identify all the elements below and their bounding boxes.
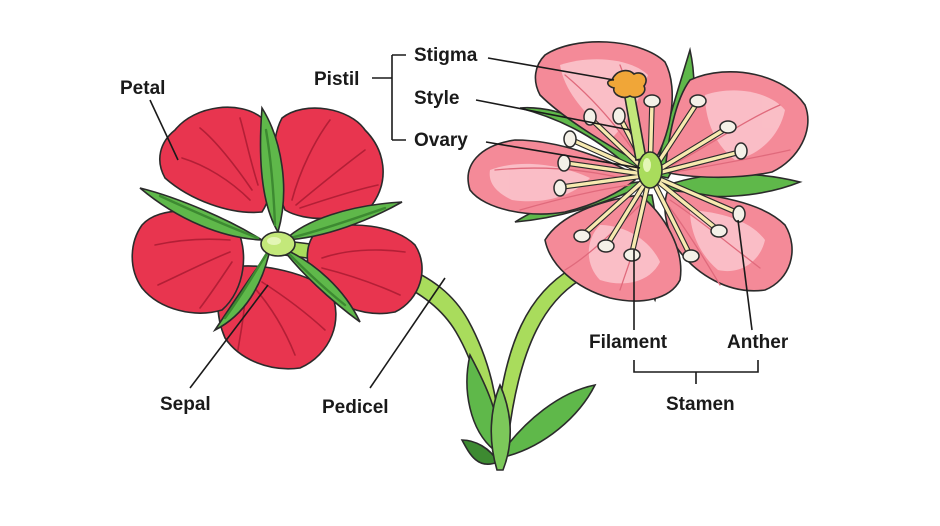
back-petal-top-left — [159, 106, 275, 214]
label-anther: Anther — [727, 332, 789, 353]
label-ovary: Ovary — [414, 130, 468, 151]
label-pedicel: Pedicel — [322, 397, 389, 418]
leaf-bottom-center — [490, 382, 511, 471]
petal-leader — [149, 99, 179, 161]
pistil — [606, 69, 663, 189]
sepals — [139, 105, 403, 333]
label-stamen: Stamen — [666, 394, 735, 415]
anthers — [553, 94, 748, 263]
ovary-leader — [485, 141, 641, 169]
pistil-bracket — [372, 54, 406, 141]
label-petal: Petal — [120, 78, 165, 99]
leaf-bottom-right — [499, 383, 597, 459]
label-pistil: Pistil — [314, 69, 359, 90]
style-leader — [475, 99, 631, 131]
back-petal-top-right — [273, 107, 384, 220]
flower-front-view-icon — [467, 41, 809, 303]
ovary — [637, 151, 663, 189]
labels: Petal Sepal Pedicel Pistil Stigma Style … — [120, 45, 789, 418]
leader-lines — [149, 54, 759, 389]
label-sepal: Sepal — [160, 394, 211, 415]
anther-leader — [737, 219, 753, 331]
stamen-bracket — [633, 360, 759, 384]
label-style: Style — [414, 88, 459, 109]
leaf-bottom-middle — [460, 439, 500, 465]
flower-back-view-icon — [131, 105, 423, 370]
label-stigma: Stigma — [414, 45, 478, 66]
stem-group — [274, 239, 597, 471]
sepal-leader — [189, 284, 269, 389]
stigma-leader — [487, 57, 615, 81]
back-petal-veins — [154, 117, 406, 356]
pedicel-leader — [369, 277, 446, 389]
label-filament: Filament — [589, 332, 668, 353]
stigma — [606, 69, 647, 99]
